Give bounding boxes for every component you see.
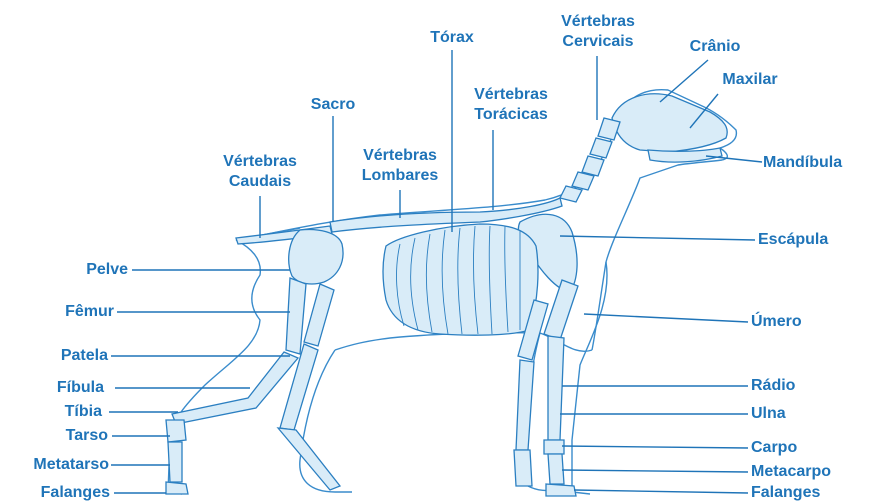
label-maxilar: Maxilar (722, 71, 777, 89)
label-torax: Tórax (430, 29, 474, 47)
label-metatarso: Metatarso (33, 456, 109, 474)
label-vertebras-toracicas-line1: Vértebras (474, 86, 548, 104)
humerus-bone (544, 280, 578, 340)
label-pelve: Pelve (86, 261, 128, 279)
label-ulna: Ulna (751, 405, 786, 423)
label-vertebras-cervicais-line1: Vértebras (561, 13, 635, 31)
label-vertebras-toracicas-line2: Torácicas (474, 106, 548, 124)
metacarpus-bone (548, 454, 564, 484)
label-sacro: Sacro (311, 96, 355, 114)
label-falanges-posterior: Falanges (41, 484, 110, 502)
label-falanges-anterior: Falanges (751, 484, 820, 502)
label-fibula: Fíbula (57, 379, 104, 397)
label-escapula: Escápula (758, 231, 828, 249)
label-metacarpo: Metacarpo (751, 463, 831, 481)
label-umero: Úmero (751, 313, 802, 331)
label-vertebras-caudais-line2: Caudais (229, 173, 291, 191)
label-vertebras-caudais-line1: Vértebras (223, 153, 297, 171)
label-vertebras-lombares-line2: Lombares (362, 167, 438, 185)
label-vertebras-lombares-line1: Vértebras (363, 147, 437, 165)
label-tibia: Tíbia (65, 403, 102, 421)
label-carpo: Carpo (751, 439, 797, 457)
pelvis-bone (289, 230, 343, 284)
label-radio: Rádio (751, 377, 795, 395)
phalanges-front-bone (546, 484, 576, 496)
radius-bone (548, 336, 564, 440)
label-cranio: Crânio (690, 38, 741, 56)
skull-bone (612, 94, 727, 152)
carpus-bone (544, 440, 564, 454)
label-mandibula: Mandíbula (763, 154, 842, 172)
femur-bone (286, 278, 306, 354)
label-vertebras-cervicais-line2: Cervicais (562, 33, 633, 51)
metatarsus-bone (168, 442, 182, 482)
phalanges-hind-bone (166, 482, 188, 494)
label-femur: Fêmur (65, 303, 114, 321)
label-patela: Patela (61, 347, 108, 365)
tarsus-bone (166, 420, 186, 442)
label-tarso: Tarso (66, 427, 108, 445)
